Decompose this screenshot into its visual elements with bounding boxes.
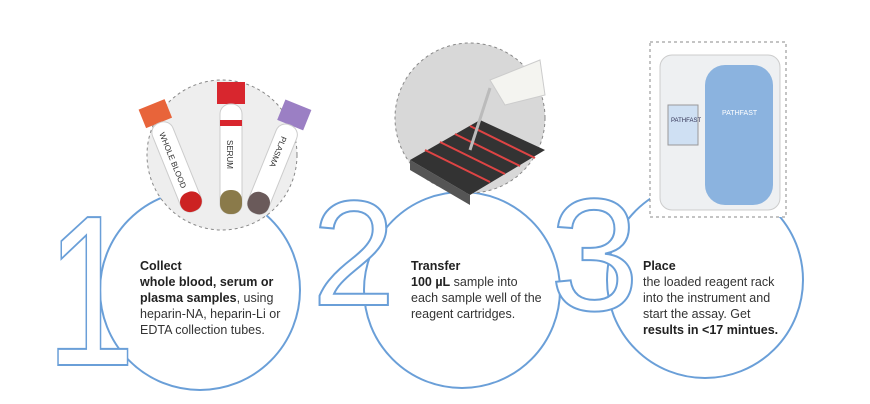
step-3-desc: the loaded reagent rack into the instrum…: [643, 275, 775, 321]
step-1-number: 1: [46, 172, 136, 404]
tube-label: SERUM: [225, 140, 234, 169]
tube-serum: SERUM: [217, 82, 245, 215]
reagent-rack: [410, 120, 545, 205]
pipette: [468, 87, 492, 151]
step-2-desc: sample into each sample well of the reag…: [411, 275, 542, 321]
tube-plasma: PLASMA: [246, 99, 312, 215]
step-3-text: Place the loaded reagent rack into the in…: [643, 258, 783, 338]
step-2-text: Transfer 100 µL sample into each sample w…: [411, 258, 546, 322]
step-1-title: Collect: [140, 259, 182, 273]
gloved-hand: [489, 59, 546, 106]
instrument: PATHFAST PATHFAST: [659, 54, 781, 211]
step-3-title: Place: [643, 259, 676, 273]
step-2-number: 2: [312, 169, 395, 337]
step-2-title: Transfer: [411, 259, 461, 273]
instrument-label: PATHFAST: [722, 110, 758, 117]
step-1-desc: , using heparin-NA, heparin-Li or EDTA c…: [140, 291, 281, 337]
step-1-text: Collect whole blood, serum or plasma samp…: [140, 258, 300, 338]
step-3-bold: results in <17 mintues.: [643, 323, 779, 337]
step-1-bold: whole blood, serum or plasma samples: [140, 275, 274, 305]
screen-label: PATHFAST: [671, 118, 701, 124]
step-3-number: 3: [550, 165, 639, 344]
step-2-bold: 100 µL: [411, 275, 451, 289]
